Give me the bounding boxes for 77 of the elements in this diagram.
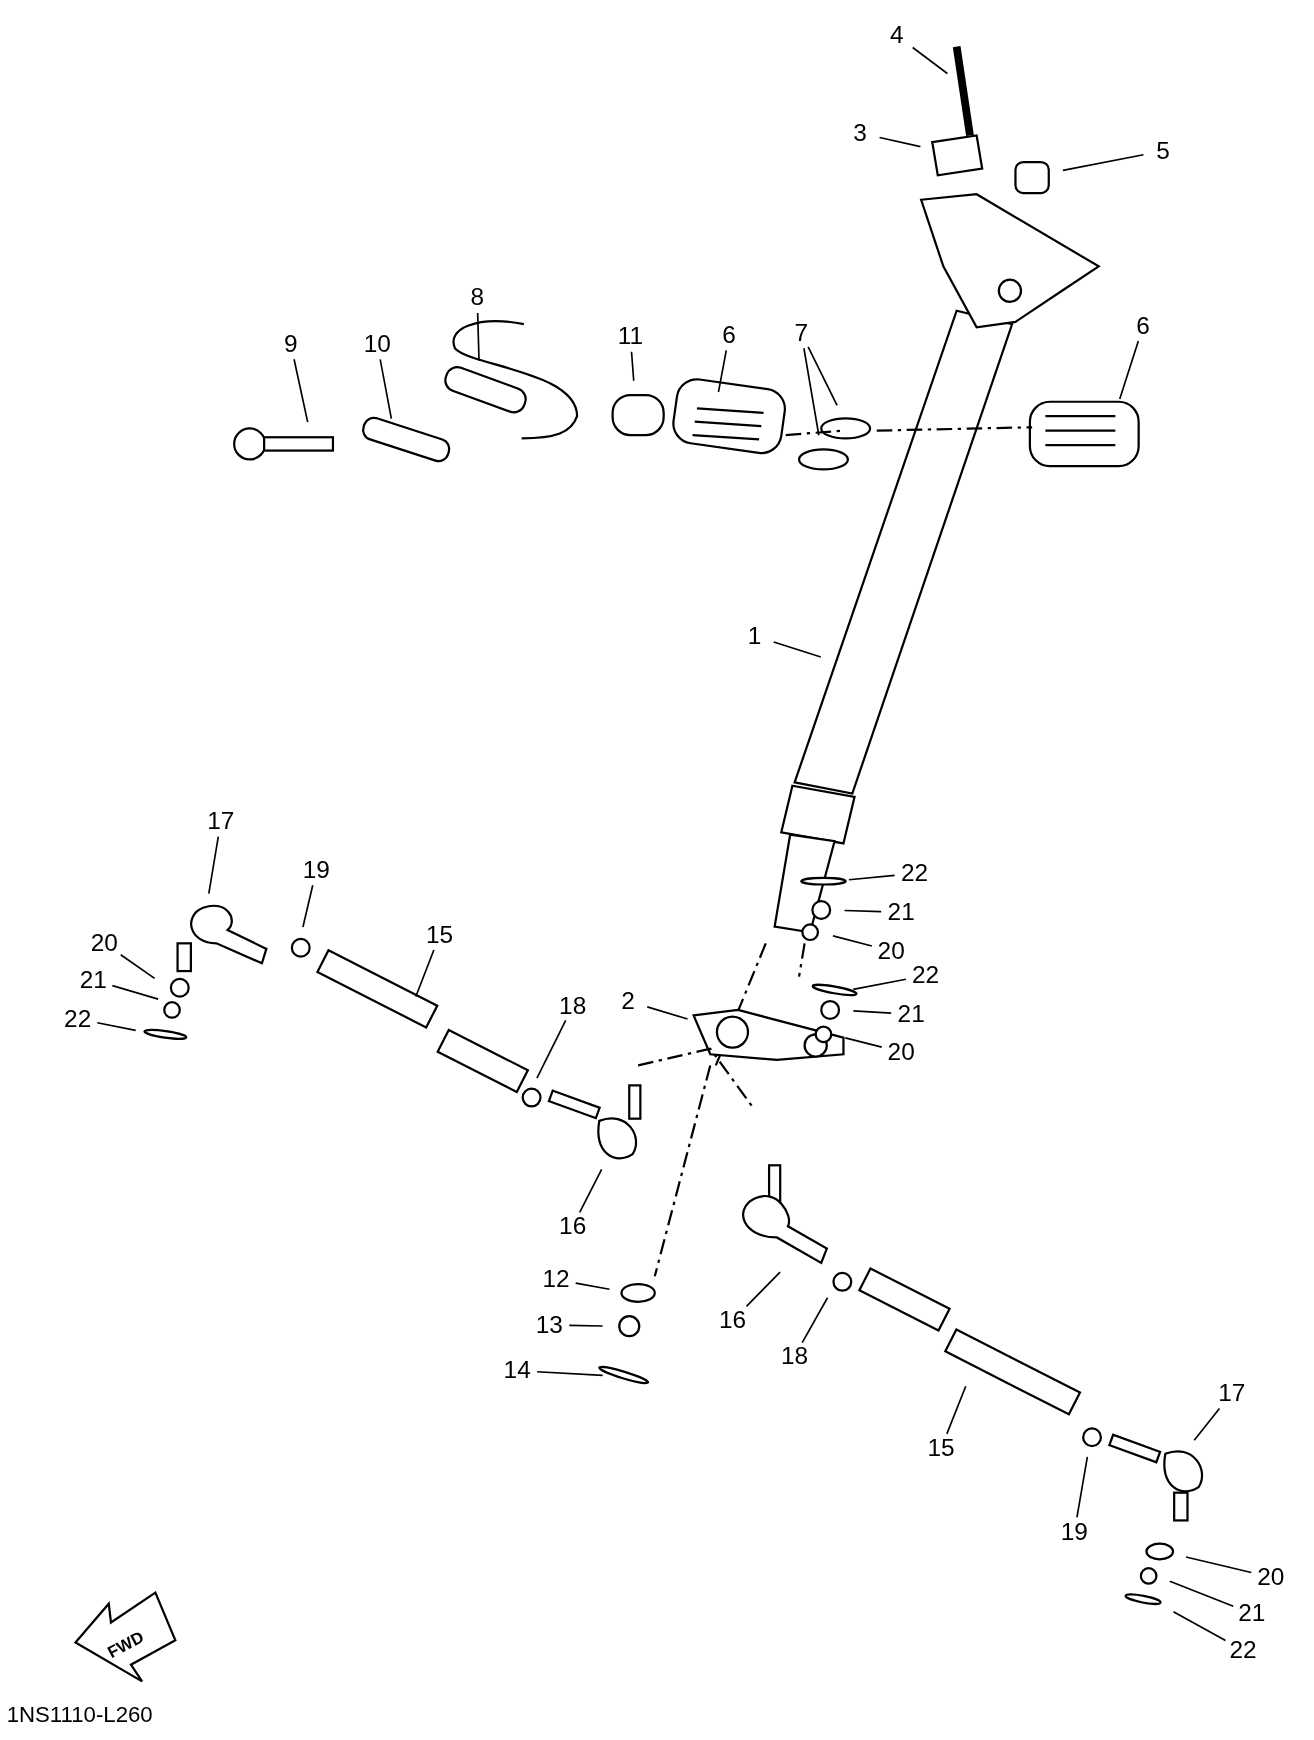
leader-line: [946, 1385, 967, 1435]
leader-line: [844, 1037, 883, 1048]
leader-line: [1076, 1456, 1089, 1519]
leader-line: [803, 347, 820, 437]
callout-number: 7: [794, 319, 809, 347]
callout-number: 5: [1156, 137, 1170, 165]
leader-line: [745, 1271, 781, 1308]
leader-line: [878, 136, 922, 148]
callout-number: 17: [207, 807, 235, 835]
leader-line: [302, 884, 314, 928]
leader-line: [852, 1009, 893, 1014]
leader-line: [119, 953, 156, 980]
callout-number: 21: [1238, 1600, 1266, 1627]
leader-line: [476, 312, 480, 362]
leader-line: [379, 358, 393, 420]
callout-number: 15: [425, 922, 454, 949]
callout-number: 15: [927, 1434, 955, 1462]
leader-line: [578, 1168, 603, 1214]
callout-number: 22: [900, 860, 929, 887]
callout-number: 20: [90, 930, 118, 957]
callout-number: 4: [889, 22, 904, 49]
callout-number: 22: [912, 962, 940, 989]
leader-line: [1062, 153, 1145, 172]
callout-number: 20: [1257, 1563, 1285, 1591]
callout-number: 18: [781, 1342, 809, 1370]
callout-number: 19: [1060, 1519, 1088, 1546]
callout-number: 6: [722, 321, 736, 349]
leader-line: [852, 978, 907, 991]
callout-number: 11: [617, 322, 644, 350]
callout-number: 14: [503, 1357, 531, 1384]
leader-line: [207, 835, 220, 895]
leader-line: [646, 1006, 689, 1020]
callout-number: 2: [621, 987, 635, 1015]
callout-number: 18: [559, 993, 587, 1020]
leader-line: [848, 874, 896, 881]
leader-line: [96, 1021, 137, 1032]
leader-line: [536, 1019, 567, 1079]
callout-number: 16: [559, 1213, 587, 1240]
callout-number: 12: [542, 1266, 570, 1293]
leader-line: [807, 346, 838, 407]
leader-line: [772, 641, 822, 658]
callout-number: 20: [877, 937, 905, 965]
callout-number: 21: [887, 898, 915, 926]
leader-line: [1118, 340, 1140, 400]
leader-line: [801, 1296, 829, 1344]
callout-number: 22: [1229, 1636, 1257, 1664]
callout-number: 22: [64, 1005, 92, 1033]
leader-line: [1169, 1580, 1235, 1608]
callout-number: 17: [1218, 1379, 1246, 1407]
leader-line: [1185, 1556, 1253, 1574]
leader-line: [630, 350, 635, 382]
callout-number: 8: [470, 284, 484, 311]
callout-number: 16: [718, 1307, 747, 1334]
leader-line: [843, 909, 883, 913]
callout-number: 20: [887, 1038, 915, 1066]
leader-line: [415, 949, 435, 998]
leader-line: [832, 935, 873, 947]
leader-line: [1172, 1610, 1227, 1642]
callout-number: 1: [747, 622, 762, 650]
leader-line: [536, 1370, 604, 1377]
direction-label: FWD: [104, 1626, 147, 1662]
leader-line: [111, 984, 159, 1000]
callout-number: 21: [79, 966, 107, 994]
callout-number: 3: [853, 119, 867, 147]
part-number: 1NS1110-L260: [6, 1702, 153, 1728]
leader-line: [568, 1324, 604, 1327]
leader-line: [293, 358, 309, 423]
leader-line: [717, 349, 728, 393]
callout-number: 21: [897, 1001, 925, 1028]
callout-number: 13: [535, 1311, 563, 1339]
leader-line: [574, 1282, 611, 1291]
callout-number: 10: [363, 330, 391, 358]
leader-line: [1193, 1407, 1221, 1442]
leader-line: [911, 46, 949, 75]
callout-number: 6: [1136, 312, 1150, 340]
callout-number: 19: [302, 856, 330, 884]
callout-number: 9: [283, 330, 298, 358]
